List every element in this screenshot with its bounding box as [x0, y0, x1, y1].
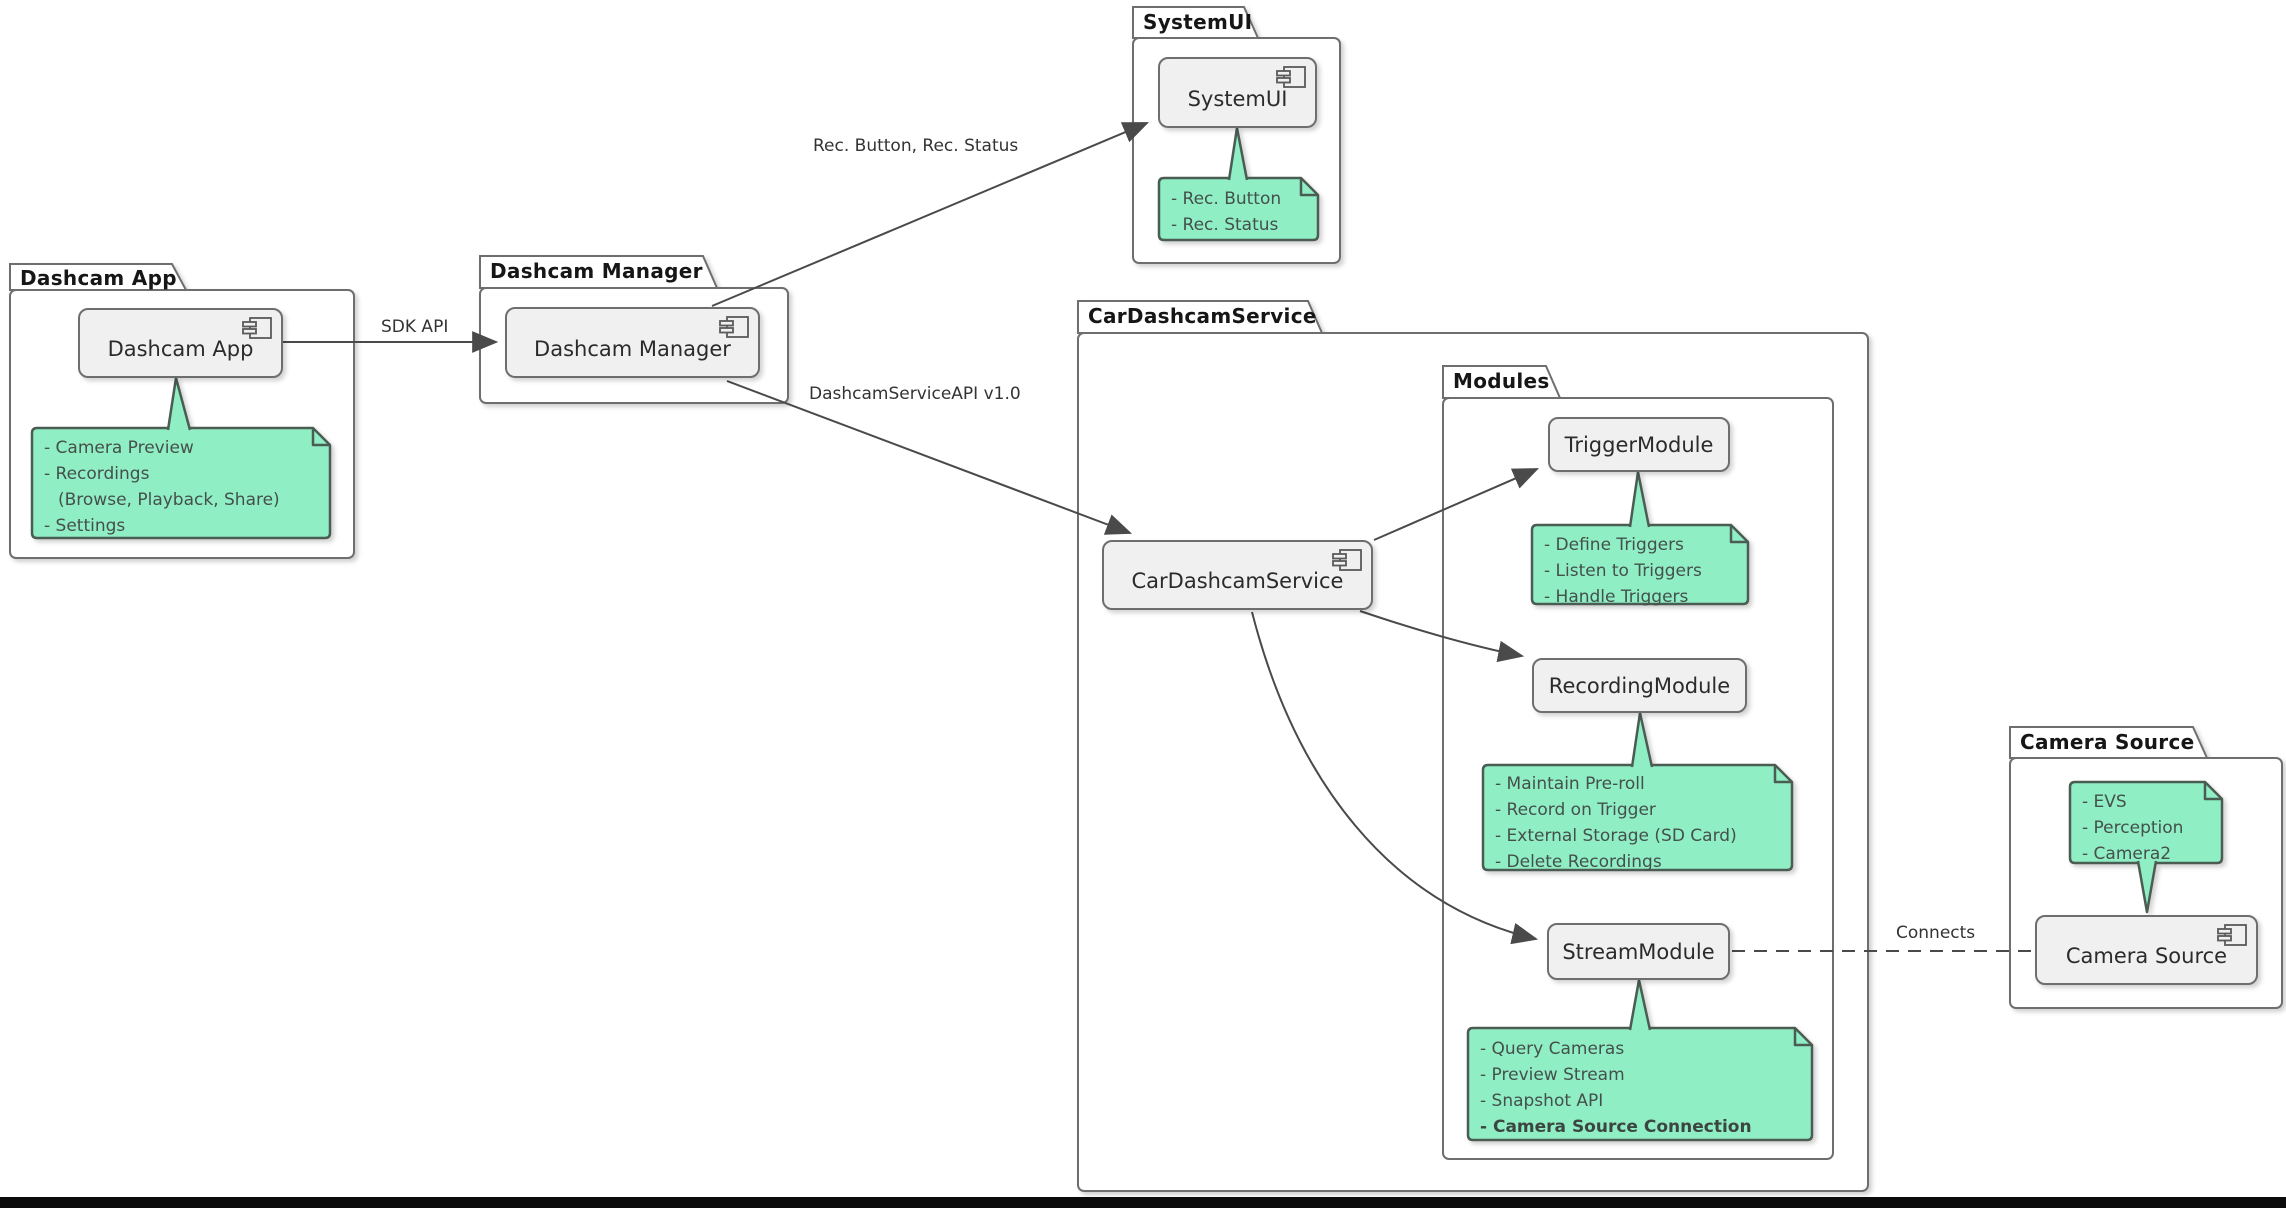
- note-shape-recording-module: [1481, 763, 1794, 872]
- component-dashcam-app: Dashcam App: [78, 308, 283, 378]
- note-shape-dashcam-app: [30, 426, 332, 540]
- package-title-dashcam-manager: Dashcam Manager: [490, 259, 703, 283]
- note-line: - Maintain Pre-roll: [1495, 774, 1645, 794]
- edge-label-dashcam-service-api: DashcamServiceAPI v1.0: [809, 384, 1021, 404]
- note-shape-camera-source: [2068, 780, 2224, 865]
- component-label: CarDashcamService: [1131, 569, 1344, 593]
- package-title-camera-source: Camera Source: [2020, 730, 2195, 754]
- component-camera-source: Camera Source: [2035, 915, 2258, 985]
- component-recording-module: RecordingModule: [1532, 658, 1747, 713]
- note-line: - Listen to Triggers: [1544, 561, 1702, 581]
- note-shape-systemui: [1157, 176, 1320, 242]
- note-tail-trigger-module: [1628, 470, 1651, 528]
- component-trigger-module: TriggerModule: [1548, 417, 1730, 472]
- package-title-systemui: SystemUI: [1143, 10, 1253, 34]
- edge-label-sdk-api: SDK API: [381, 317, 449, 337]
- package-title-dashcam-app: Dashcam App: [20, 266, 177, 290]
- note-line: (Browse, Playback, Share): [58, 490, 280, 510]
- note-stream-module: - Query Cameras - Preview Stream - Snaps…: [1468, 1031, 1812, 1145]
- note-tail-dashcam-app: [166, 376, 192, 431]
- component-label: Dashcam Manager: [534, 336, 731, 361]
- edge-service-to-trigger: [1373, 468, 1539, 541]
- note-line: - Rec. Status: [1171, 215, 1279, 235]
- component-label: RecordingModule: [1548, 673, 1731, 698]
- note-line: - Delete Recordings: [1495, 852, 1662, 872]
- package-title-car-dashcam-service: CarDashcamService: [1088, 304, 1317, 328]
- edge-manager-to-systemui: [711, 122, 1149, 307]
- note-line: - Snapshot API: [1480, 1091, 1604, 1111]
- note-line: - External Storage (SD Card): [1495, 826, 1737, 846]
- note-tail-stream-module: [1628, 978, 1652, 1031]
- note-tail-recording-module: [1630, 711, 1654, 768]
- note-line: - EVS: [2082, 792, 2127, 812]
- note-trigger-module: - Define Triggers - Listen to Triggers -…: [1532, 527, 1748, 615]
- edge-label-connects: Connects: [1896, 923, 1976, 943]
- note-systemui: - Rec. Button - Rec. Status: [1159, 181, 1318, 243]
- note-line: - Camera2: [2082, 844, 2172, 864]
- component-stream-module: StreamModule: [1547, 923, 1730, 980]
- component-dashcam-manager: Dashcam Manager: [505, 307, 760, 378]
- component-icon: [2217, 924, 2247, 946]
- note-line: - Recordings: [44, 464, 150, 484]
- component-label: SystemUI: [1187, 86, 1288, 111]
- note-tail-systemui: [1227, 126, 1249, 181]
- note-shape-trigger-module: [1530, 523, 1750, 606]
- note-line: - Camera Source Connection: [1480, 1117, 1752, 1137]
- note-line: - Perception: [2082, 818, 2184, 838]
- component-car-dashcam-service: CarDashcamService: [1102, 540, 1373, 610]
- edge-service-to-stream: [1251, 611, 1539, 945]
- note-shape-stream-module: [1466, 1026, 1814, 1142]
- note-line: - Record on Trigger: [1495, 800, 1656, 820]
- package-title-modules: Modules: [1453, 369, 1550, 393]
- edge-service-to-recording: [1359, 610, 1525, 663]
- component-icon: [1276, 66, 1306, 88]
- component-icon: [242, 317, 272, 339]
- note-line: - Rec. Button: [1171, 189, 1282, 209]
- note-dashcam-app: - Camera Preview - Recordings (Browse, P…: [32, 430, 330, 544]
- note-line: - Query Cameras: [1480, 1039, 1625, 1059]
- note-camera-source: - EVS - Perception - Camera2: [2070, 784, 2222, 872]
- note-line: - Preview Stream: [1480, 1065, 1625, 1085]
- note-tail-camera-source: [2136, 860, 2158, 914]
- note-line: - Settings: [44, 516, 126, 536]
- component-label: Camera Source: [2065, 944, 2228, 968]
- component-systemui: SystemUI: [1158, 57, 1317, 128]
- note-line: - Handle Triggers: [1544, 587, 1689, 607]
- component-label: TriggerModule: [1564, 432, 1714, 457]
- component-icon: [1332, 549, 1362, 571]
- note-line: - Camera Preview: [44, 438, 194, 458]
- note-line: - Define Triggers: [1544, 535, 1684, 555]
- bottom-divider-bar: [0, 1197, 2286, 1208]
- component-label: StreamModule: [1562, 939, 1715, 964]
- edge-label-rec-button-status: Rec. Button, Rec. Status: [813, 136, 1019, 156]
- component-icon: [719, 316, 749, 338]
- edge-manager-to-service: [726, 380, 1133, 535]
- component-label: Dashcam App: [107, 337, 254, 361]
- note-recording-module: - Maintain Pre-roll - Record on Trigger …: [1483, 766, 1792, 880]
